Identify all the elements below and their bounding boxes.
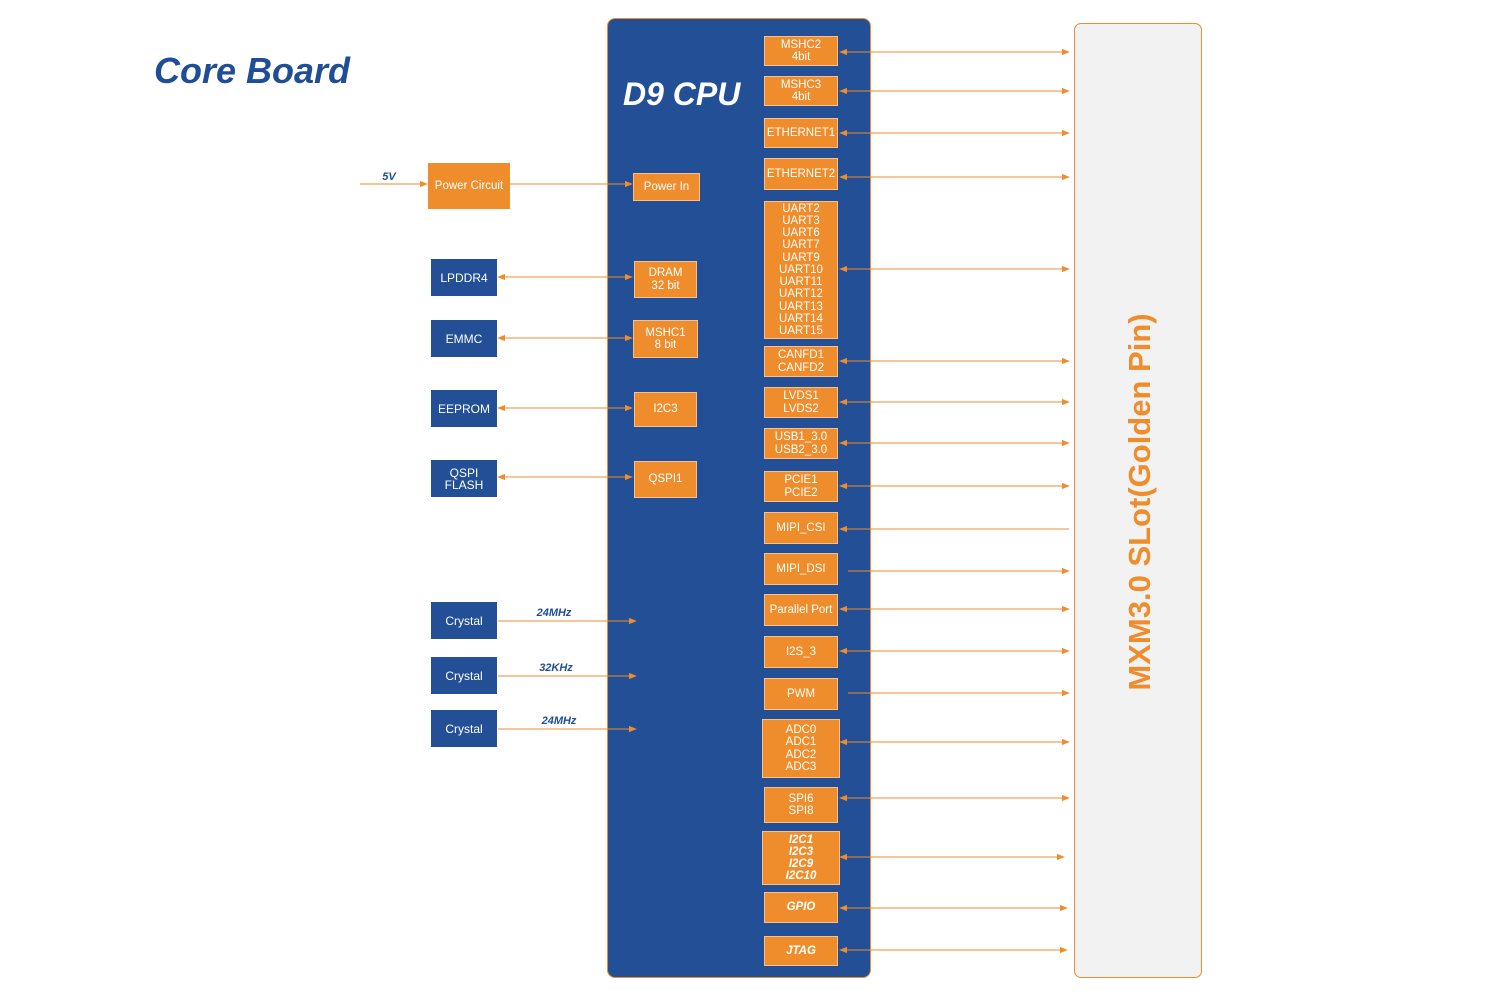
interface-port: MIPI_CSI bbox=[764, 512, 838, 544]
crystal-frequency: 24MHz bbox=[536, 607, 572, 619]
interface-port: I2C1 I2C3 I2C9 I2C10 bbox=[762, 831, 840, 885]
interface-port: ETHERNET1 bbox=[764, 118, 838, 148]
crystal-frequency: 24MHz bbox=[541, 715, 577, 727]
emmc-box: EMMC bbox=[431, 320, 497, 357]
interface-port: PWM bbox=[764, 678, 838, 710]
page-title: Core Board bbox=[154, 50, 351, 91]
crystal-frequency: 32KHz bbox=[539, 662, 573, 674]
interface-port: SPI6 SPI8 bbox=[764, 787, 838, 823]
crystal-box: Crystal bbox=[431, 657, 497, 694]
power-input-label: 5V bbox=[382, 171, 396, 183]
interface-port: MIPI_DSI bbox=[764, 553, 838, 585]
interface-port: UART2 UART3 UART6 UART7 UART9 UART10 UAR… bbox=[764, 201, 838, 339]
interface-port: ADC0 ADC1 ADC2 ADC3 bbox=[762, 719, 840, 778]
cpu-label: D9 CPU bbox=[623, 76, 741, 112]
interface-port: ETHERNET2 bbox=[764, 158, 838, 190]
interface-port: USB1_3.0 USB2_3.0 bbox=[764, 428, 838, 459]
interface-port: LVDS1 LVDS2 bbox=[764, 387, 838, 418]
eeprom-box: EEPROM bbox=[431, 390, 497, 427]
interface-port: MSHC3 4bit bbox=[764, 76, 838, 106]
interface-port: CANFD1 CANFD2 bbox=[764, 346, 838, 377]
interface-port: I2S_3 bbox=[764, 636, 838, 668]
i2c3-port: I2C3 bbox=[634, 392, 697, 427]
crystal-box: Crystal bbox=[431, 710, 497, 747]
power-in-port: Power In bbox=[633, 173, 700, 201]
qspi1-port: QSPI1 bbox=[634, 461, 697, 498]
power-circuit-box: Power Circuit bbox=[428, 163, 510, 209]
crystal-box: Crystal bbox=[431, 602, 497, 639]
interface-port: Parallel Port bbox=[764, 594, 838, 626]
interface-port: MSHC2 4bit bbox=[764, 36, 838, 66]
lpddr4-box: LPDDR4 bbox=[431, 259, 497, 296]
interface-port: PCIE1 PCIE2 bbox=[764, 471, 838, 502]
dram-port: DRAM 32 bit bbox=[634, 261, 697, 298]
interface-port: GPIO bbox=[764, 892, 838, 923]
interface-port: JTAG bbox=[764, 936, 838, 966]
qspi-flash-box: QSPI FLASH bbox=[431, 460, 497, 497]
mshc1-port: MSHC1 8 bit bbox=[633, 320, 698, 358]
mxm-slot bbox=[1074, 23, 1202, 978]
